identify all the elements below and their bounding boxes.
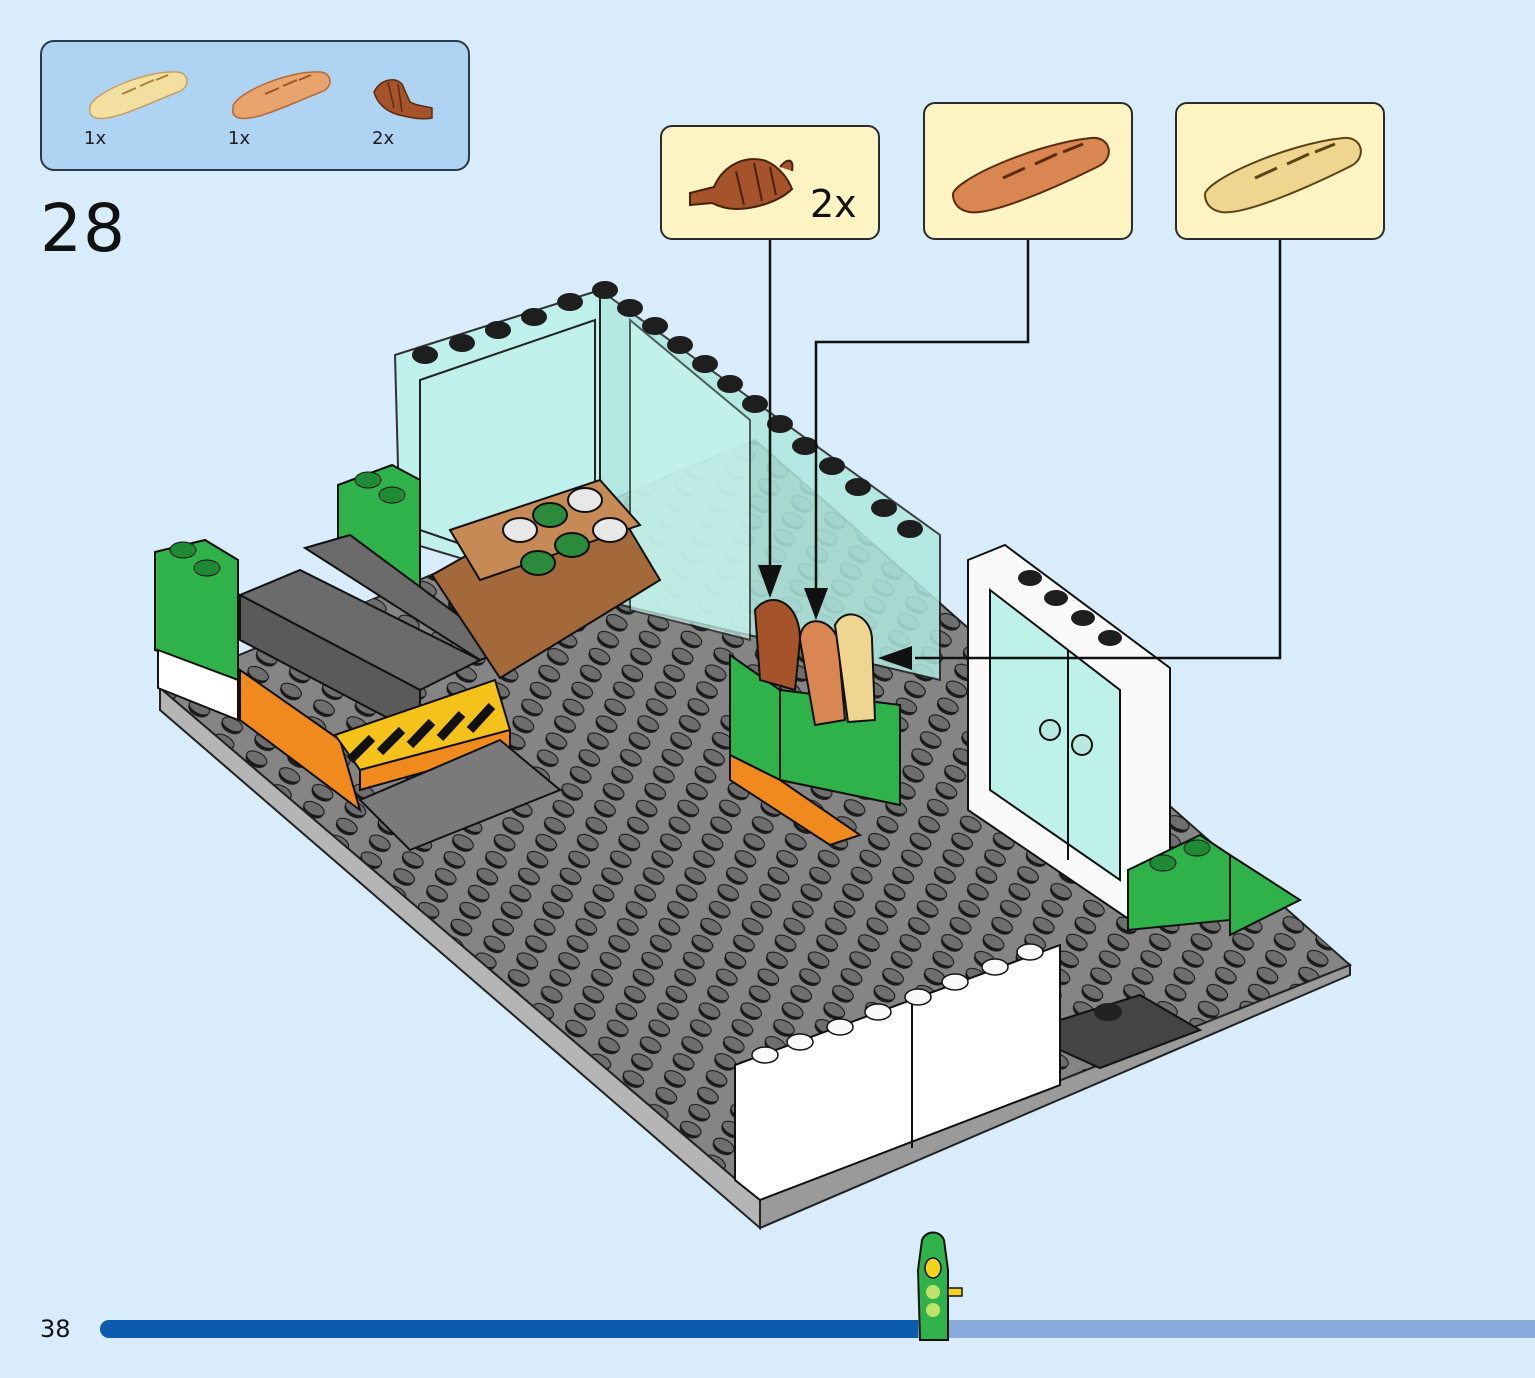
part-qty-1: 1x: [84, 128, 107, 149]
callout-croissant: 2x: [660, 125, 880, 240]
front-wall: [734, 943, 1203, 1202]
bread-crate: [729, 599, 901, 847]
callout-baguette-light: [1175, 102, 1385, 240]
leader-lines: [768, 240, 1282, 660]
right-green-brick: [1127, 833, 1303, 937]
baguette-light-icon: [1195, 124, 1370, 228]
progress-fill: [100, 1320, 918, 1338]
callout-qty: 2x: [810, 182, 857, 226]
minifigure-icon: [900, 1230, 970, 1354]
croissant-icon: [364, 72, 444, 136]
door: [967, 543, 1171, 922]
baguette-dark-icon: [943, 124, 1118, 228]
arrow-heads: [758, 565, 912, 670]
callout-baguette-dark: [923, 102, 1133, 240]
page-number: 38: [40, 1315, 71, 1343]
parts-list-box: 1x 1x 2x: [40, 40, 470, 171]
baguette-light-icon: [82, 60, 192, 134]
tiles: [237, 533, 562, 852]
croissant-icon: [684, 149, 804, 223]
baguette-dark-icon: [225, 60, 335, 134]
step-number: 28: [40, 190, 126, 267]
crate: [430, 478, 662, 680]
green-bricks: [154, 463, 421, 722]
progress-track: [100, 1320, 1535, 1338]
part-qty-3: 2x: [372, 128, 395, 149]
part-qty-2: 1x: [228, 128, 251, 149]
